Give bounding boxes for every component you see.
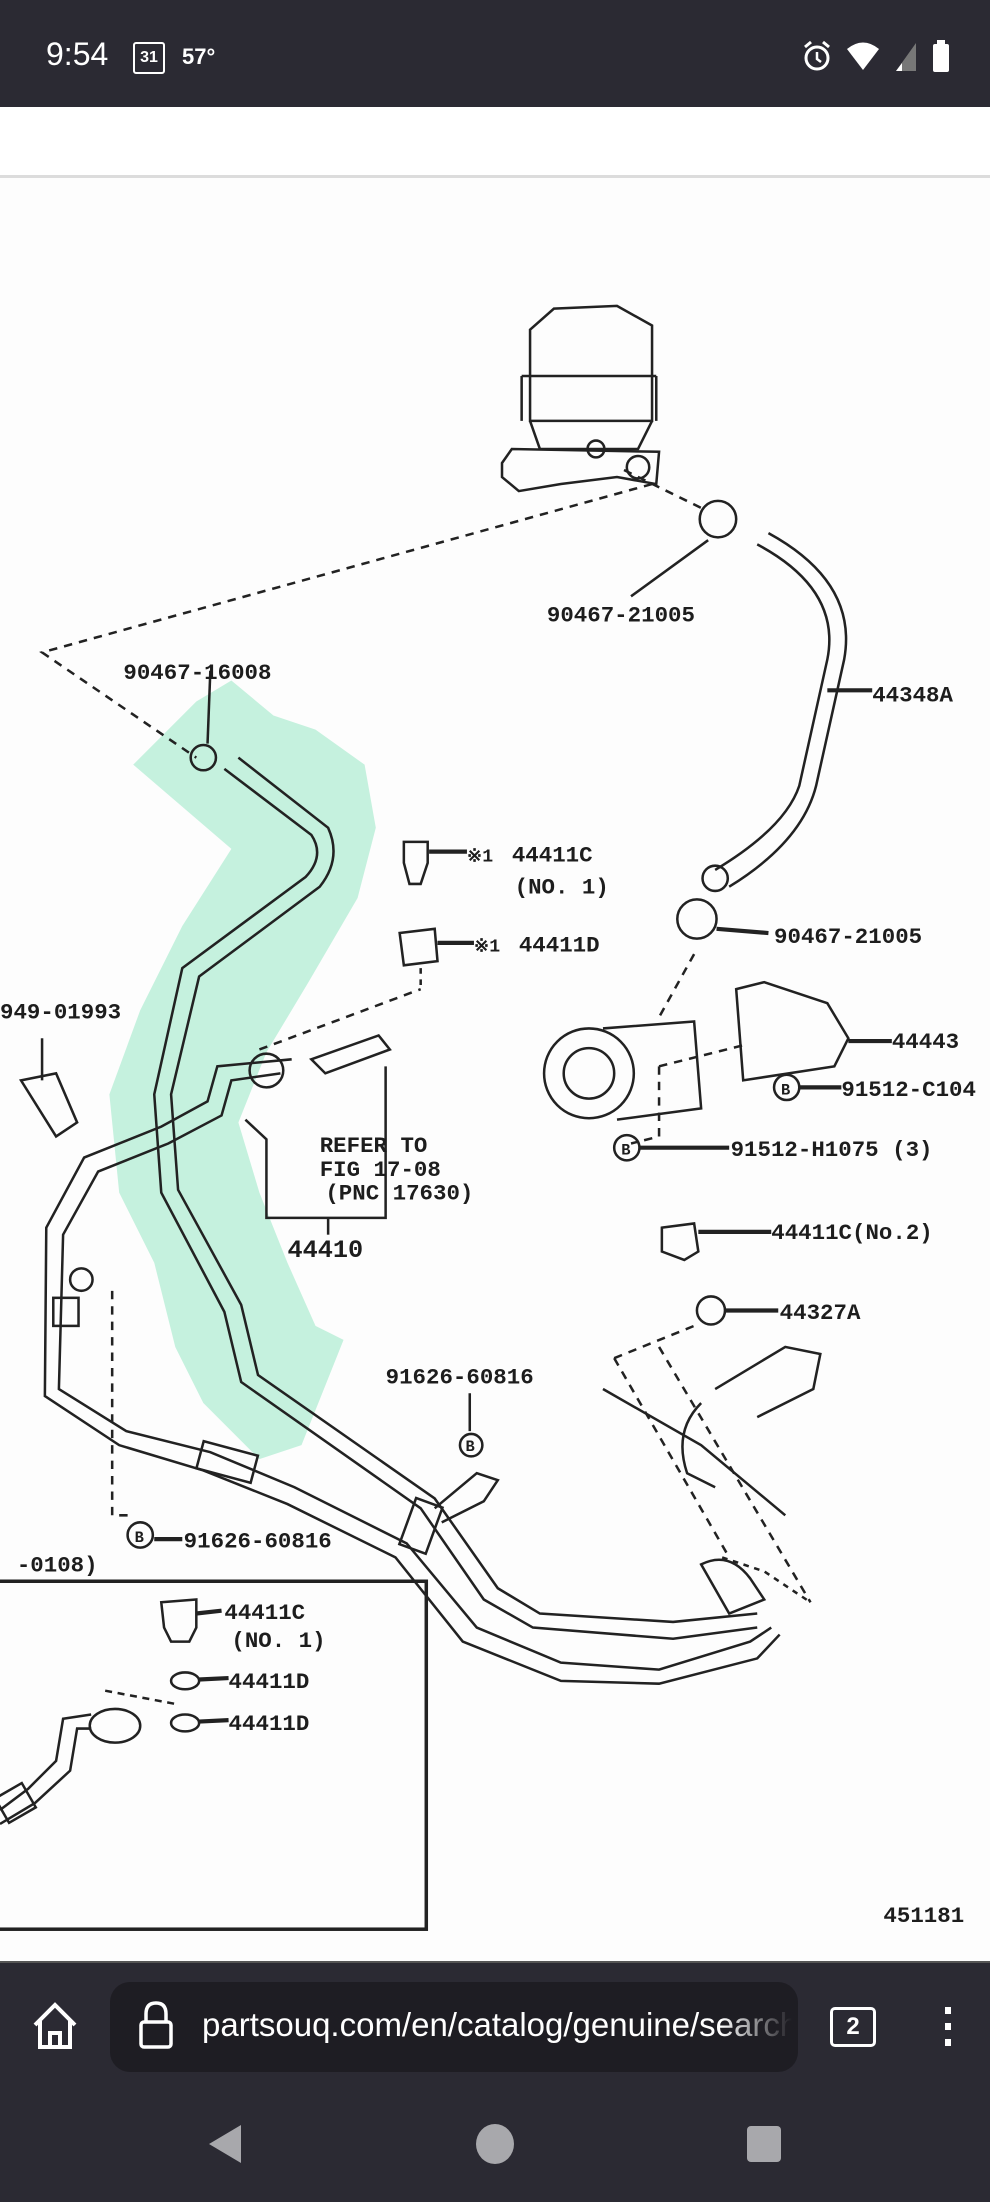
label-date-range: -0108)	[17, 1552, 98, 1578]
refer-line3: (PNC 17630)	[325, 1181, 473, 1207]
label-bracket[interactable]: 44443	[892, 1029, 959, 1055]
label-reservoir-clamp[interactable]: 90467-21005	[547, 603, 695, 629]
b-mark: B	[466, 1438, 475, 1456]
page-header-blank	[0, 107, 990, 178]
weather-temperature: 57°	[182, 44, 216, 69]
bracket-drawing	[734, 980, 850, 1082]
browser-toolbar: partsouq.com/en/catalog/genuine/search 2	[0, 1961, 990, 2202]
label-bolt-no1-sub: (NO. 1)	[515, 875, 609, 901]
nav-recents-button[interactable]	[746, 2125, 782, 2163]
label-bolt-no2[interactable]: 44411C(No.2)	[771, 1220, 933, 1246]
label-mark: ※1	[474, 937, 500, 957]
home-icon[interactable]	[30, 2001, 80, 2051]
b-mark: B	[781, 1081, 790, 1099]
refer-line1: REFER TO	[320, 1133, 428, 1159]
label-bolt-c104[interactable]: 91512-C104	[841, 1077, 976, 1103]
label-left-clamp[interactable]: 90467-16008	[123, 660, 271, 686]
calendar-icon: 31	[133, 42, 165, 74]
nav-home-button[interactable]	[475, 2123, 515, 2165]
nav-back-button[interactable]	[205, 2123, 245, 2165]
more-options-icon[interactable]	[942, 2005, 954, 2049]
inset-box	[0, 1579, 429, 1931]
highlight-marker	[109, 680, 376, 1460]
clock: 9:54	[46, 36, 109, 72]
label-pipe[interactable]: 44410	[287, 1236, 363, 1265]
label-clip-left[interactable]: 949-01993	[0, 1000, 121, 1026]
figure-id: 451181	[883, 1903, 964, 1929]
label-hose-upper[interactable]: 44348A	[872, 683, 953, 709]
wifi-icon	[847, 42, 879, 70]
label-gasket[interactable]: 44411D	[519, 932, 600, 958]
refer-line2: FIG 17-08	[320, 1157, 441, 1183]
reservoir-drawing	[500, 304, 661, 493]
signal-icon	[896, 43, 916, 71]
label-nut[interactable]: 44327A	[780, 1300, 861, 1326]
alarm-icon	[804, 40, 830, 71]
label-pump-clamp[interactable]: 90467-21005	[774, 924, 922, 950]
clamp-icon	[676, 898, 718, 940]
inset-label-bolt[interactable]: 44411C	[224, 1600, 305, 1626]
b-mark: B	[621, 1142, 630, 1160]
label-mark: ※1	[467, 847, 493, 867]
b-mark: B	[135, 1529, 144, 1547]
url-text[interactable]: partsouq.com/en/catalog/genuine/search	[202, 2006, 792, 2043]
status-bar: 9:54 31 57°	[0, 0, 990, 107]
lock-icon[interactable]	[138, 2000, 174, 2050]
battery-icon	[933, 40, 949, 72]
label-bolt-h1075[interactable]: 91512-H1075 (3)	[731, 1137, 933, 1163]
engine-sketch	[602, 1324, 822, 1604]
inset-label-gasket-2[interactable]: 44411D	[229, 1711, 310, 1737]
inset-label-bolt-sub: (NO. 1)	[231, 1628, 325, 1654]
pressure-pipe	[43, 756, 781, 1685]
pump-drawing	[542, 1020, 744, 1145]
inset-label-gasket-1[interactable]: 44411D	[229, 1669, 310, 1695]
tab-switcher-button[interactable]: 2	[830, 2007, 876, 2047]
label-bolt-no1[interactable]: 44411C	[512, 842, 593, 868]
label-bolt-left[interactable]: 91626-60816	[184, 1529, 332, 1555]
address-bar[interactable]: partsouq.com/en/catalog/genuine/search	[110, 1982, 798, 2072]
label-bolt-center[interactable]: 91626-60816	[386, 1364, 534, 1390]
clamp-icon	[698, 499, 738, 539]
